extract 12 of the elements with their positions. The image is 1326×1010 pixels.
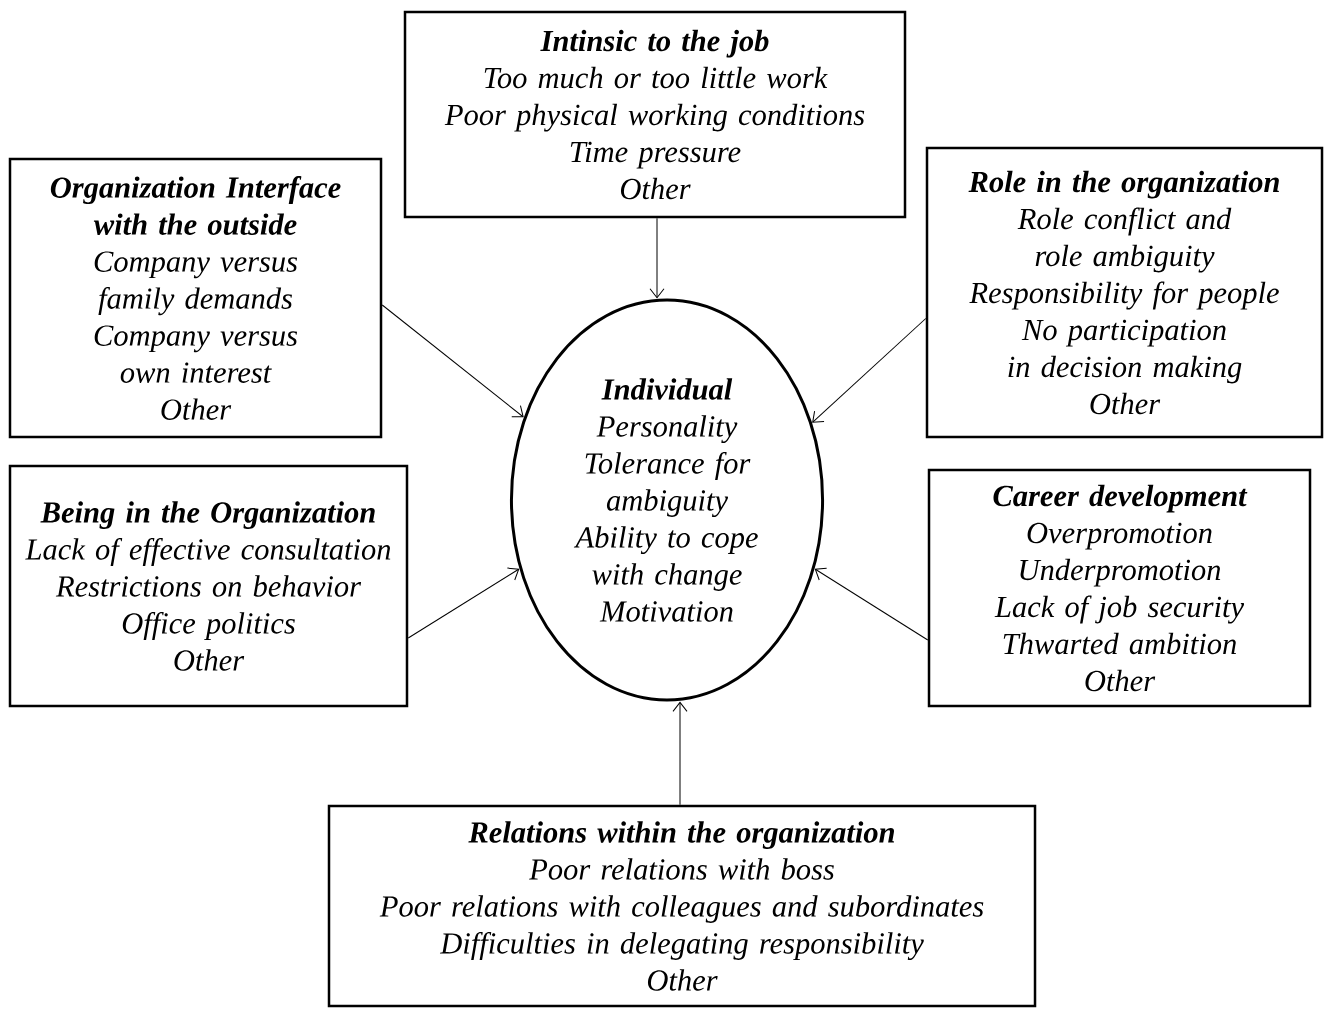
factor-box: Being in the Organization Lack of effective consultation Restrictions on behavior Office politics Other [8, 464, 409, 708]
arrow [812, 318, 927, 423]
arrow [672, 701, 688, 806]
factor-box: Relations within the organization Poor relations with boss Poor relations with colleagues and subordinates Difficulties in delegating responsibility Other [327, 804, 1037, 1008]
arrow [814, 567, 929, 641]
factor-box: Organization Interface with the outside Company versus family demands Company versus own interest Other [8, 157, 383, 439]
factor-box: Intinsic to the job Too much or too little work Poor physical working conditions Time pressure Other [403, 10, 907, 219]
arrow [381, 304, 524, 418]
arrow [407, 567, 520, 639]
factor-box: Career development Overpromotion Underpromotion Lack of job security Thwarted ambition Other [927, 468, 1312, 708]
arrow [649, 217, 665, 299]
factor-box: Role in the organization Role conflict and role ambiguity Responsibility for people No participation in decision making Other [925, 146, 1324, 439]
